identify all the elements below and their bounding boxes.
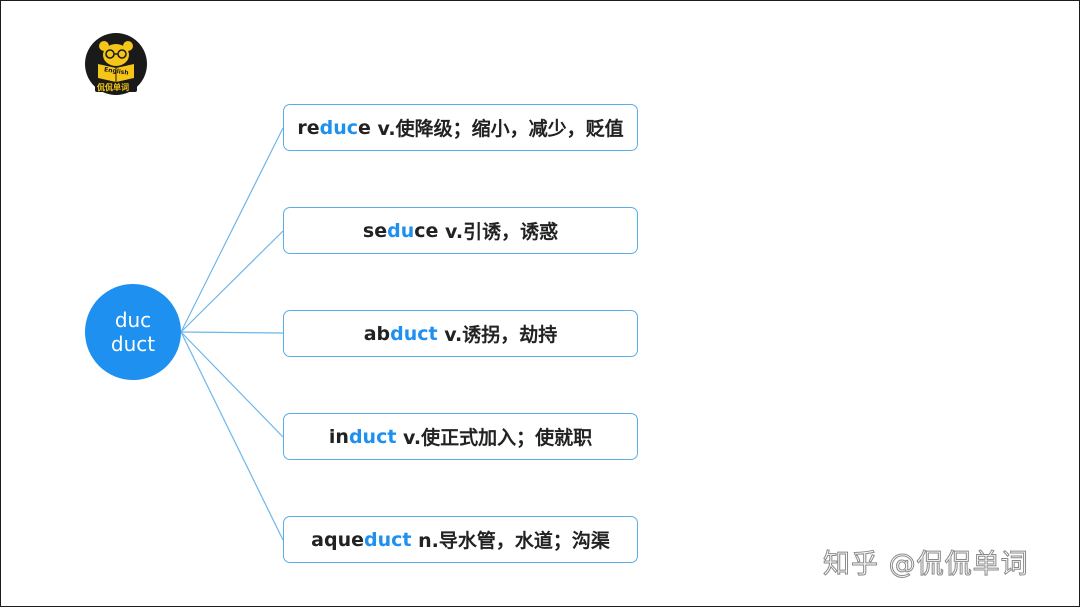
connector-line <box>180 230 284 333</box>
logo-caption: 侃侃单词 <box>97 83 129 92</box>
word-prefix: se <box>362 219 388 242</box>
word-root: du <box>387 219 415 242</box>
word-definition: n.导水管，水道；沟渠 <box>411 530 610 552</box>
word-suffix: ce <box>414 219 439 242</box>
root-node: duc duct <box>85 284 181 380</box>
brand-logo: English 侃侃单词 <box>85 33 147 95</box>
word-prefix: aque <box>311 528 364 551</box>
word-root: duc <box>319 116 359 139</box>
watermark: 知乎 @侃侃单词 <box>823 549 1029 581</box>
bear-reading-book-icon <box>85 33 147 95</box>
word-suffix: e <box>358 116 371 139</box>
connector-line <box>180 331 284 438</box>
word-root: duct <box>390 322 438 345</box>
word-definition: v.使降级；缩小，减少，贬值 <box>370 118 624 140</box>
connector-line <box>180 331 284 334</box>
root-line-1: duc <box>114 308 152 332</box>
connector-line <box>180 127 284 333</box>
word-root: duct <box>363 528 412 551</box>
word-definition: v.使正式加入；使就职 <box>396 427 593 449</box>
word-definition: v.诱拐，劫持 <box>437 324 558 346</box>
word-root: duct <box>348 425 397 448</box>
word-definition: v.引诱，诱惑 <box>438 221 559 243</box>
connector-line <box>180 331 284 541</box>
word-prefix: in <box>328 425 349 448</box>
root-line-2: duct <box>110 332 156 356</box>
word-prefix: ab <box>363 322 391 345</box>
word-prefix: re <box>297 116 320 139</box>
